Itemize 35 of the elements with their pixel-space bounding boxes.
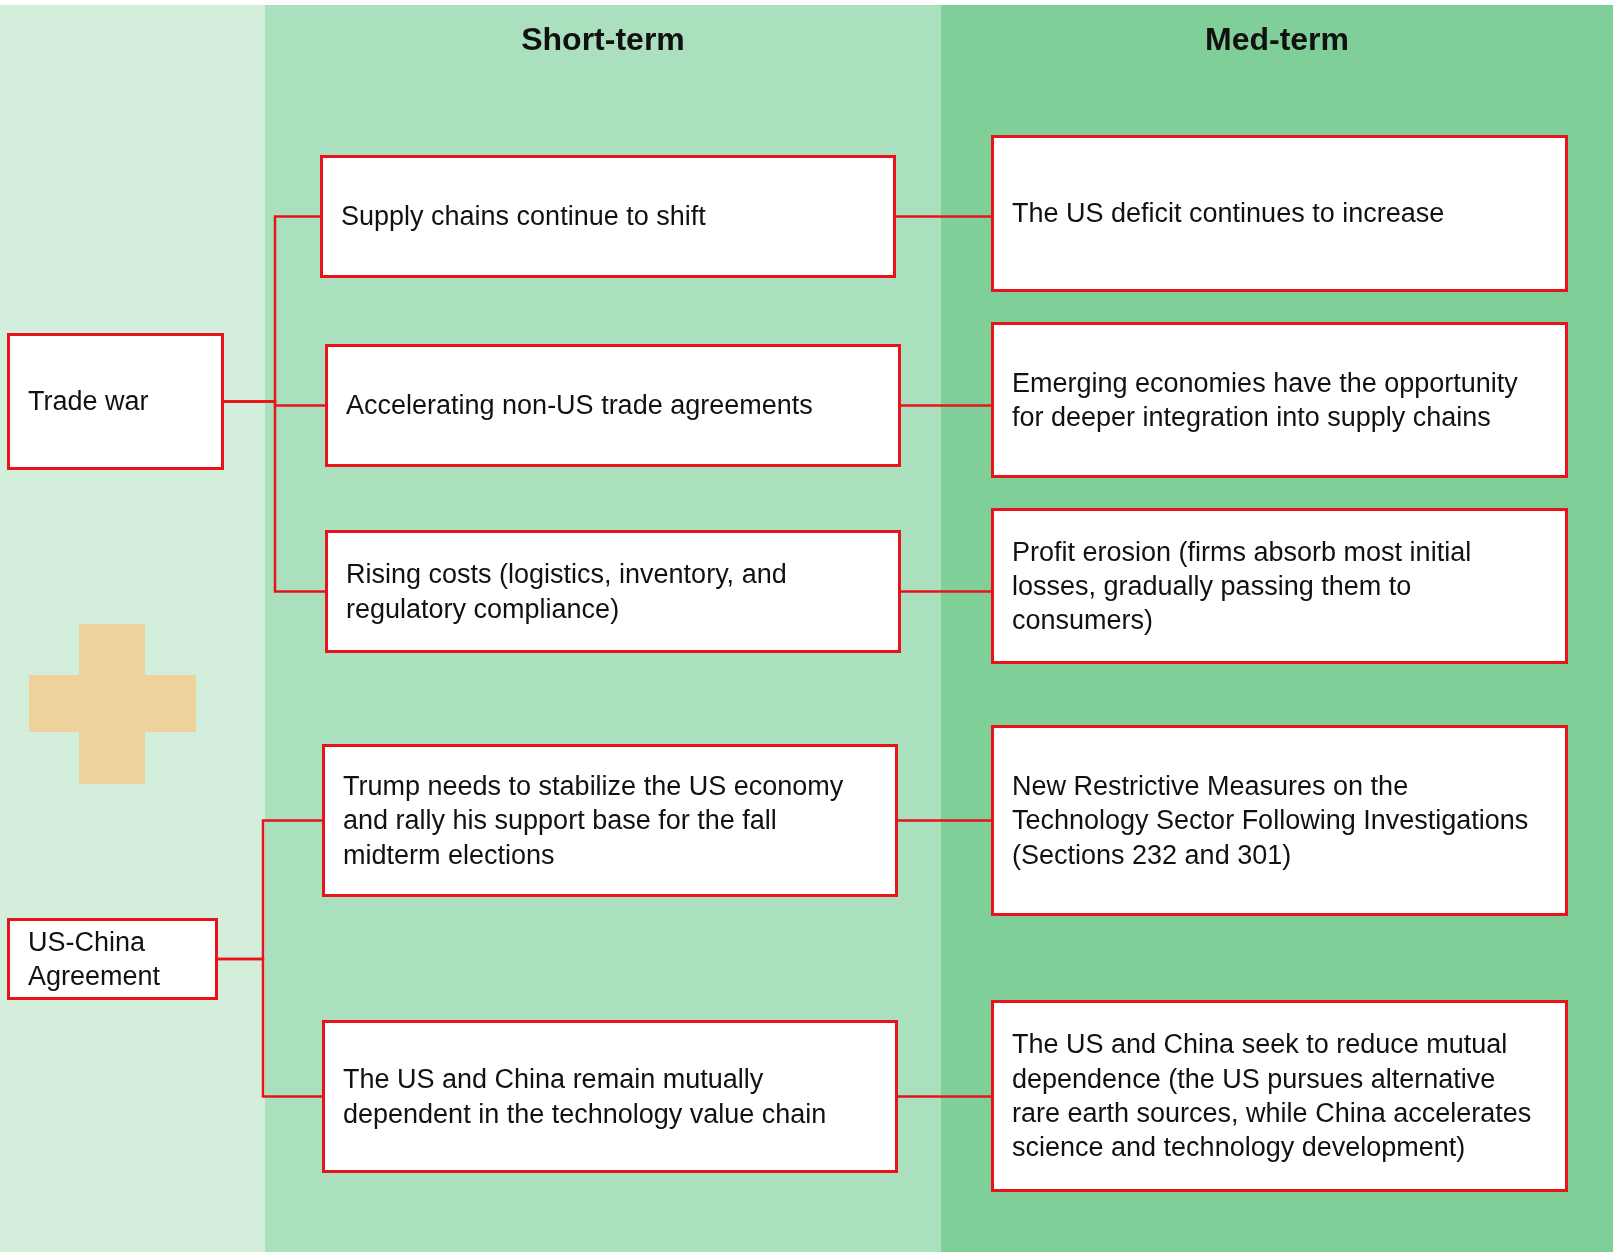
box-text: The US and China seek to reduce mutual dependence (the US pursues alternative rare earth sources, while China accelerates science and technology development) bbox=[1012, 1028, 1533, 1165]
text-box bbox=[991, 322, 1568, 478]
connector-line bbox=[898, 819, 991, 822]
connector-line bbox=[898, 1095, 991, 1098]
text-box bbox=[322, 1020, 898, 1173]
box-text: The US deficit continues to increase bbox=[1012, 197, 1445, 231]
column-heading: Med-term bbox=[1205, 21, 1349, 57]
text-box bbox=[325, 344, 901, 467]
text-box bbox=[7, 918, 218, 1000]
text-box bbox=[322, 744, 898, 897]
box-text: Accelerating non-US trade agreements bbox=[346, 389, 813, 423]
connector-line bbox=[901, 404, 991, 407]
connector-line bbox=[218, 957, 322, 1098]
column-heading: Short-term bbox=[521, 21, 685, 57]
box-text: New Restrictive Measures on the Technology Sector Following Investigations (Sections 232 and 301) bbox=[1012, 770, 1530, 872]
box-text: Profit erosion (firms absorb most initial losses, gradually passing them to consumers) bbox=[1012, 535, 1473, 638]
connector-line bbox=[224, 400, 325, 593]
box-text: The US and China remain mutually dependent in the technology value chain bbox=[343, 1063, 828, 1131]
box-text: US-China Agreement bbox=[28, 925, 162, 993]
box-text: Rising costs (logistics, inventory, and regulatory compliance) bbox=[346, 558, 788, 626]
column-band bbox=[265, 5, 941, 1252]
box-text: Trump needs to stabilize the US economy and rally his support base for the fall midterm elections bbox=[343, 770, 845, 872]
connector-line bbox=[896, 215, 991, 218]
text-box bbox=[991, 508, 1568, 664]
text-box bbox=[991, 135, 1568, 292]
text-box bbox=[320, 155, 896, 278]
text-box bbox=[991, 725, 1568, 916]
box-text: Trade war bbox=[28, 385, 149, 419]
text-box bbox=[7, 333, 224, 470]
text-box bbox=[325, 530, 901, 653]
connector-line bbox=[901, 590, 991, 593]
text-box bbox=[991, 1000, 1568, 1192]
box-text: Emerging economies have the opportunity for deeper integration into supply chains bbox=[1012, 366, 1519, 434]
box-text: Supply chains continue to shift bbox=[341, 200, 706, 234]
column-band bbox=[941, 5, 1613, 1252]
